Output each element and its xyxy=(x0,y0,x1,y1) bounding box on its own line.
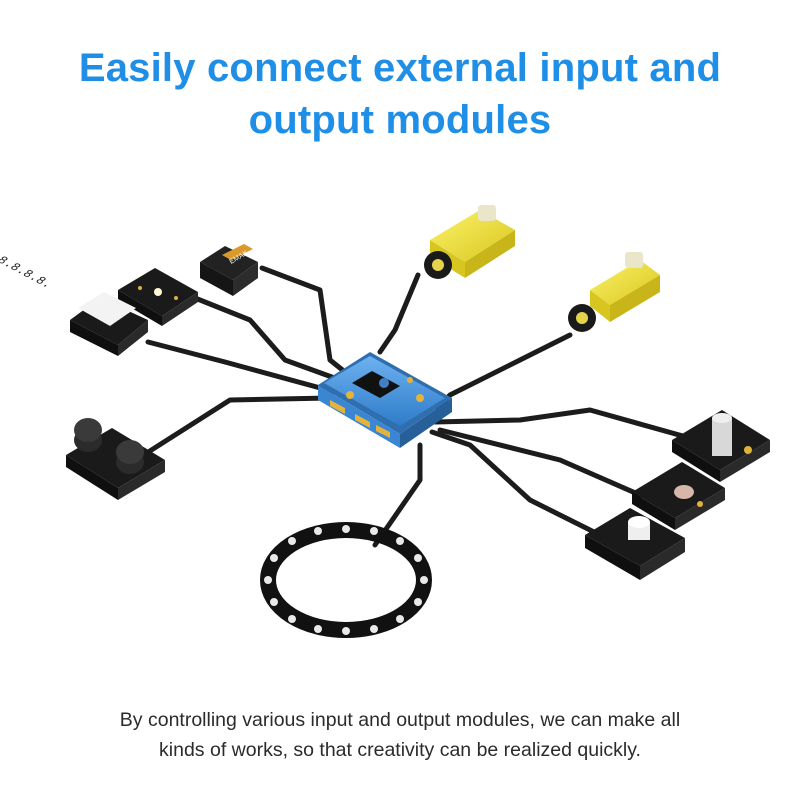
cable-motor-1 xyxy=(377,272,421,355)
display-digits: 8.8.8.8. xyxy=(0,254,55,291)
cable-led xyxy=(192,295,343,383)
ultrasonic-sensor xyxy=(66,418,165,500)
cable-motor-2 xyxy=(435,332,573,411)
dc-motor-1 xyxy=(424,205,515,279)
cable-servo xyxy=(259,265,348,375)
seven-segment-display: 8.8.8.8. xyxy=(0,254,148,356)
cable-light xyxy=(437,427,643,498)
button-module xyxy=(585,508,685,580)
cable-potentiometer xyxy=(432,407,693,441)
caption-line-2: kinds of works, so that creativity can b… xyxy=(159,739,641,761)
dc-motor-2 xyxy=(568,252,660,332)
cable-button xyxy=(429,429,603,538)
servo: EMAX xyxy=(200,244,258,296)
caption-line-1: By controlling various input and output … xyxy=(119,709,681,731)
rgb-led-ring xyxy=(260,522,432,638)
rotary-potentiometer xyxy=(672,410,770,482)
light-sensor xyxy=(632,462,725,530)
cable-ultrasonic xyxy=(117,395,333,473)
headline-line-2: output modules xyxy=(248,98,552,142)
led-module xyxy=(118,268,198,326)
controller-board xyxy=(318,352,452,448)
headline-line-1: Easily connect external input and xyxy=(78,46,722,90)
headline: Easily connect external input and output… xyxy=(0,42,800,146)
cable-display xyxy=(145,339,338,395)
cable-ring xyxy=(372,442,423,548)
cables xyxy=(117,265,693,548)
caption: By controlling various input and output … xyxy=(20,705,780,765)
